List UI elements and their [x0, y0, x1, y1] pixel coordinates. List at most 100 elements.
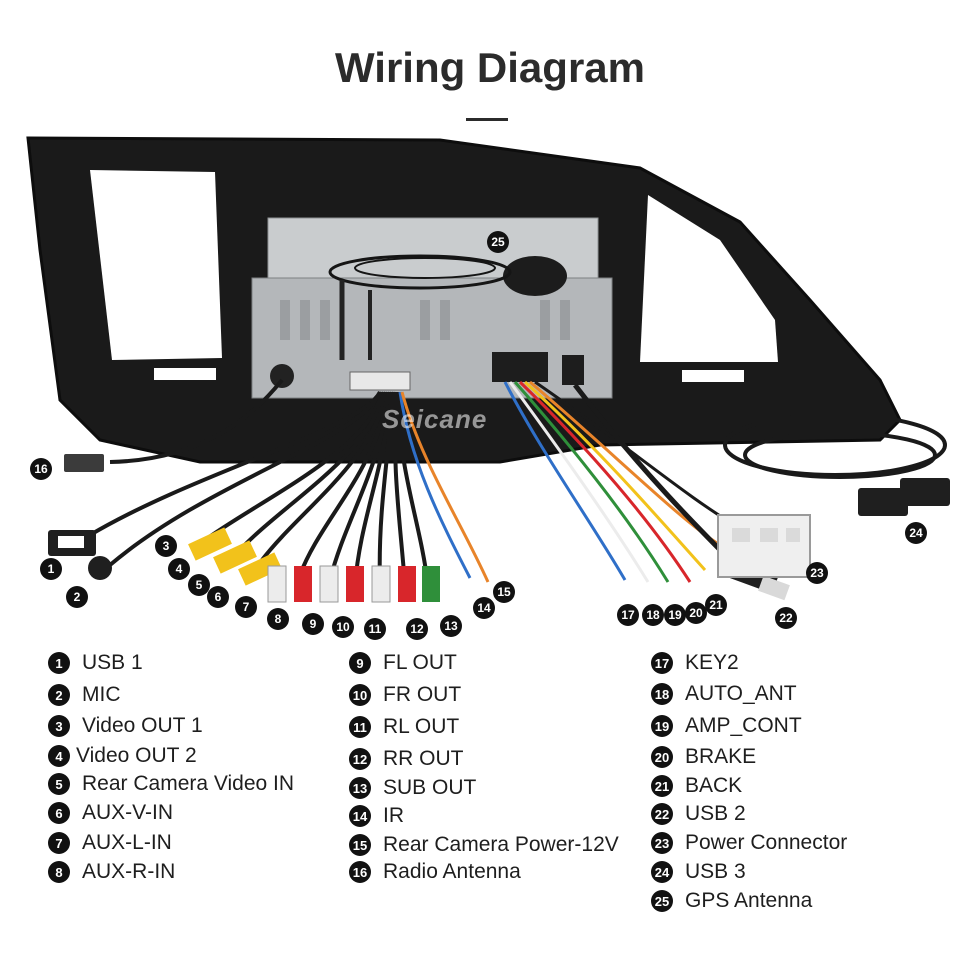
legend-item: 3 Video OUT 1 [48, 712, 203, 740]
usb3-plug-a [858, 488, 908, 516]
legend-label: USB 2 [685, 802, 746, 825]
legend-number: 14 [349, 805, 371, 827]
legend-number: 6 [48, 802, 70, 824]
legend-item: 9 FL OUT [349, 649, 457, 677]
legend-label: Radio Antenna [383, 860, 521, 883]
legend-label: Rear Camera Video IN [82, 772, 295, 795]
legend-number: 16 [349, 861, 371, 883]
legend-item: 2 MIC [48, 681, 121, 709]
legend-item: 7 AUX-L-IN [48, 829, 172, 857]
callout-badge: 8 [267, 608, 289, 630]
legend-number: 25 [651, 890, 673, 912]
callout-badge: 4 [168, 558, 190, 580]
gps-antenna-cable [328, 254, 512, 290]
legend-label: RR OUT [383, 747, 464, 770]
legend-number: 1 [48, 652, 70, 674]
callout-badge: 6 [207, 586, 229, 608]
legend-number: 19 [651, 715, 673, 737]
legend-label: MIC [82, 683, 121, 706]
legend-number: 7 [48, 832, 70, 854]
callout-badge: 20 [685, 602, 707, 624]
legend-label: KEY2 [685, 651, 739, 674]
legend-item: 20 BRAKE [651, 743, 756, 771]
head-unit-back [251, 277, 613, 399]
legend-label: SUB OUT [383, 776, 477, 799]
legend-item: 8 AUX-R-IN [48, 858, 175, 886]
legend-label: AMP_CONT [685, 714, 802, 737]
legend-item: 23 Power Connector [651, 829, 847, 857]
wiring-illustration [26, 136, 950, 603]
legend-item: 24 USB 3 [651, 858, 746, 886]
callout-badge: 19 [664, 604, 686, 626]
callout-badge: 2 [66, 586, 88, 608]
legend-label: GPS Antenna [685, 889, 813, 912]
legend-label: BRAKE [685, 745, 757, 768]
callout-badge: 16 [30, 458, 52, 480]
legend-item: 15 Rear Camera Power-12V [349, 831, 619, 859]
legend-number: 3 [48, 715, 70, 737]
legend-number: 5 [48, 773, 70, 795]
legend-number: 2 [48, 684, 70, 706]
legend-number: 21 [651, 775, 673, 797]
legend-label: USB 3 [685, 860, 746, 883]
legend-label: AUX-L-IN [82, 831, 172, 854]
callout-badge: 7 [235, 596, 257, 618]
legend-number: 12 [349, 748, 371, 770]
legend-number: 20 [651, 746, 673, 768]
callout-badge: 9 [302, 613, 324, 635]
legend-number: 9 [349, 652, 371, 674]
callout-badge: 1 [40, 558, 62, 580]
legend-label: AUX-R-IN [82, 860, 176, 883]
legend-number: 24 [651, 861, 673, 883]
callout-badge: 14 [473, 597, 495, 619]
connector-block-left [349, 371, 411, 391]
power-connector [717, 514, 811, 578]
legend-label: USB 1 [82, 651, 143, 674]
frame-left-window [90, 170, 222, 360]
legend-label: FL OUT [383, 651, 457, 674]
legend-item: 21 BACK [651, 772, 742, 800]
frame-right-slot [682, 370, 744, 382]
page-title: Wiring Diagram [335, 44, 645, 91]
gps-antenna-puck [503, 256, 567, 296]
callout-badge: 11 [364, 618, 386, 640]
legend-item: 19 AMP_CONT [651, 712, 802, 740]
legend-number: 10 [349, 684, 371, 706]
connector-block-right [492, 352, 548, 382]
watermark-text: Seicane [382, 404, 488, 434]
legend-label: Power Connector [685, 831, 848, 854]
legend-item: 13 SUB OUT [349, 774, 476, 802]
legend-label: Video OUT 1 [82, 714, 203, 737]
callout-badge: 17 [617, 604, 639, 626]
legend-number: 22 [651, 803, 673, 825]
legend-item: 6 AUX-V-IN [48, 799, 173, 827]
legend-number: 11 [349, 716, 371, 738]
legend-number: 13 [349, 777, 371, 799]
callout-badge: 12 [406, 618, 428, 640]
callout-badge: 15 [493, 581, 515, 603]
legend-number: 4 [48, 745, 70, 767]
callout-badge: 13 [440, 615, 462, 637]
callout-badge: 22 [775, 607, 797, 629]
legend-label: BACK [685, 774, 743, 797]
head-unit-vents [280, 300, 570, 340]
legend-number: 23 [651, 832, 673, 854]
callout-badge: 10 [332, 616, 354, 638]
legend-number: 15 [349, 834, 371, 856]
rca-plugs [188, 527, 440, 603]
legend-item: 25 GPS Antenna [651, 887, 812, 915]
legend-label: Rear Camera Power-12V [383, 833, 619, 856]
frame-right-window [640, 195, 778, 362]
callout-badge: 5 [188, 574, 210, 596]
legend-label: AUX-V-IN [82, 801, 174, 824]
radio-antenna-plug [64, 454, 104, 472]
legend-number: 8 [48, 861, 70, 883]
callout-badge: 25 [487, 231, 509, 253]
legend-item: 5 Rear Camera Video IN [48, 770, 294, 798]
